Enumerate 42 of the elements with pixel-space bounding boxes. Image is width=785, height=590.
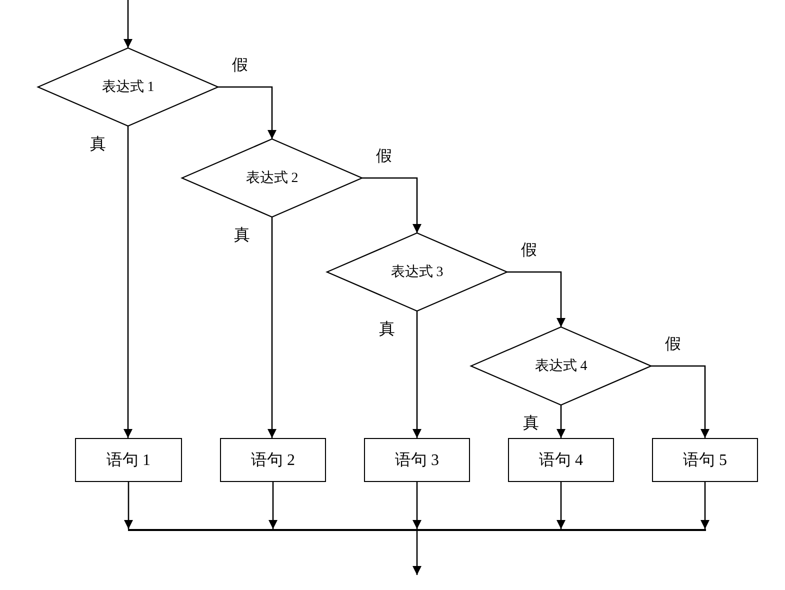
edge-label: 假 [376, 148, 392, 166]
process-box [652, 438, 758, 482]
edge-label: 真 [523, 415, 539, 433]
statement-text: 语句 5 [683, 450, 727, 470]
arrow [268, 482, 278, 529]
edge-label: 假 [665, 336, 681, 354]
statement-text: 语句 2 [251, 450, 295, 470]
arrow [268, 217, 276, 438]
arrow [362, 177, 422, 233]
arrow [412, 531, 422, 575]
decision-diamond [38, 48, 218, 126]
process-box [220, 438, 326, 482]
arrow [507, 271, 566, 327]
arrow [124, 482, 133, 529]
arrow [124, 0, 132, 48]
statement-text: 语句 3 [395, 450, 439, 470]
arrow [412, 482, 422, 529]
process-box [508, 438, 614, 482]
arrow [218, 86, 276, 139]
edge-label: 真 [90, 136, 106, 154]
arrow [556, 405, 566, 438]
process-box [75, 438, 182, 482]
merge-line [128, 529, 706, 531]
arrow [124, 126, 132, 438]
arrow [651, 365, 710, 438]
edge-label: 假 [232, 57, 248, 75]
arrow [412, 311, 422, 438]
edge-label: 真 [379, 321, 395, 339]
statement-text: 语句 4 [539, 450, 583, 470]
condition-text: 表达式 4 [534, 358, 588, 375]
edge-label: 真 [234, 227, 250, 245]
edge-label: 假 [521, 242, 537, 260]
statement-text: 语句 1 [106, 450, 150, 470]
decision-diamond [327, 233, 507, 311]
decision-diamond [182, 139, 362, 217]
condition-text: 表达式 3 [390, 264, 444, 281]
process-box [364, 438, 470, 482]
condition-text: 表达式 2 [246, 170, 298, 187]
condition-text: 表达式 1 [102, 78, 154, 96]
decision-diamond [471, 327, 651, 405]
arrow [556, 482, 566, 529]
arrow [700, 482, 710, 529]
